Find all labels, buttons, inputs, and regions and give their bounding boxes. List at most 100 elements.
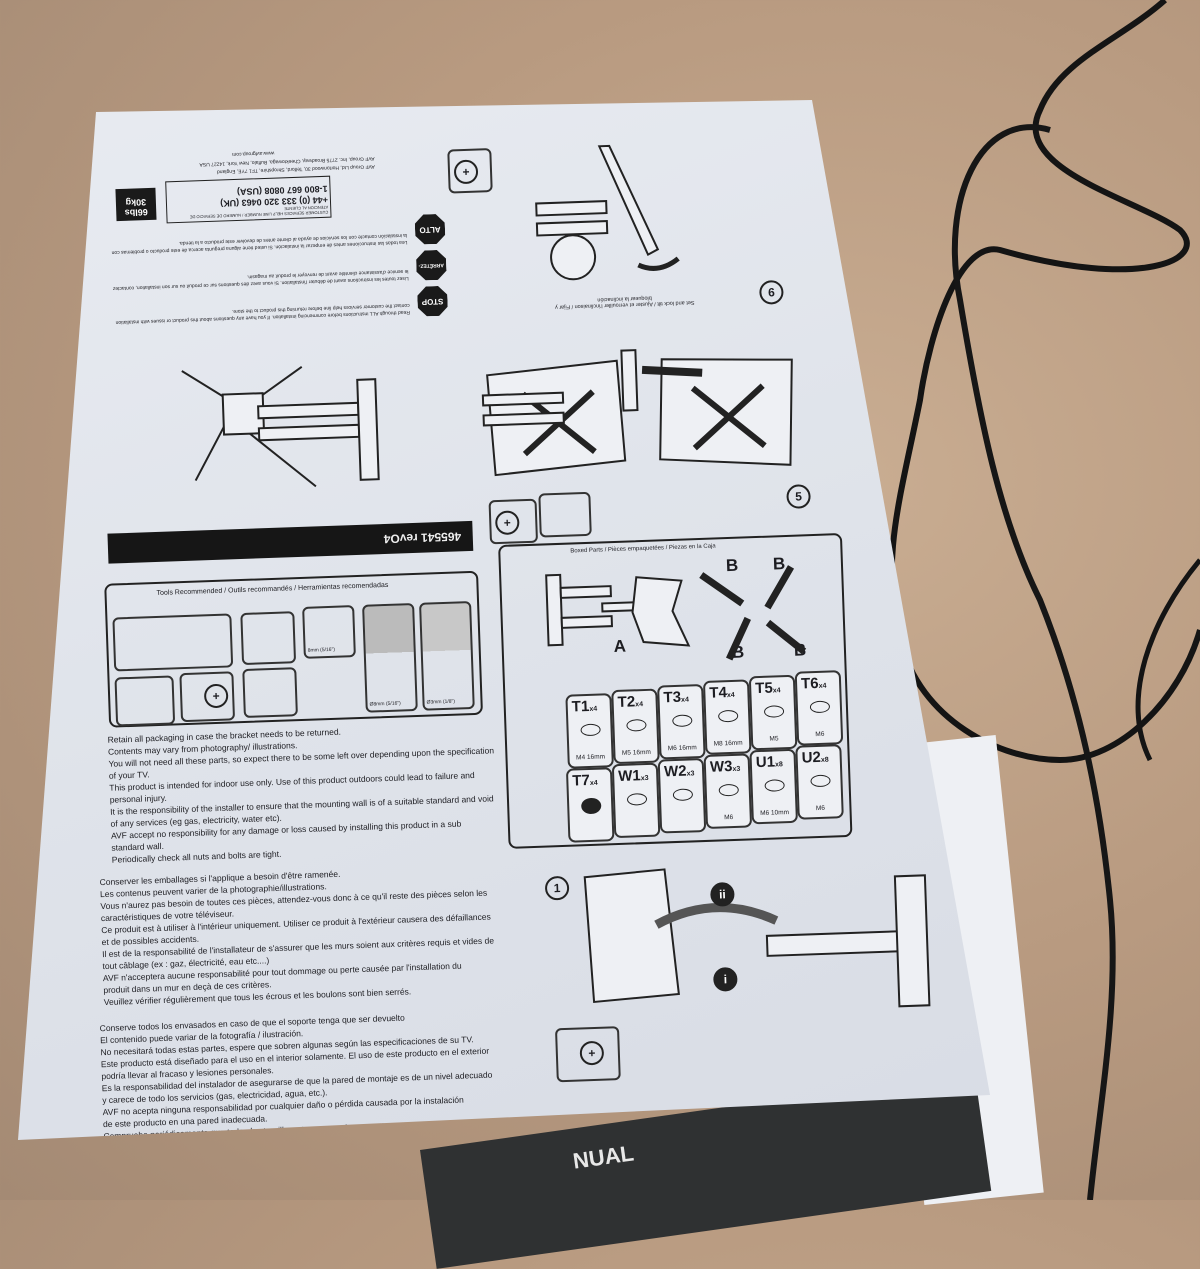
phillips-icon: + — [494, 510, 520, 536]
part-id: T2x4 — [617, 693, 643, 711]
part-shape-icon — [763, 705, 785, 718]
part-shape-icon — [809, 700, 831, 714]
screwdriver-icon: + — [179, 671, 236, 723]
part-id-text: T1 — [571, 697, 590, 716]
part-qty: x4 — [726, 691, 735, 700]
wood-drill-bit-icon: Ø3mm (1/8") — [419, 601, 475, 711]
masonry-bit-size: Ø8mm (5/16") — [369, 700, 401, 708]
part-spec — [570, 835, 612, 836]
part-id-text: T4 — [709, 684, 728, 702]
part-id: T4x4 — [709, 684, 735, 702]
wrench-size: 8mm (5/16") — [307, 646, 336, 654]
part-spec: M6 — [724, 813, 734, 822]
part-id-text: T2 — [617, 693, 636, 711]
stop-sign-icon: ALTO — [415, 214, 446, 245]
stop-sign-icon: ARRÊTEZ-VOUS — [416, 250, 447, 281]
part-id: U1x8 — [755, 753, 784, 772]
step6-caption: Set and lock tilt / Ajuster et verrouill… — [554, 294, 695, 310]
part-spec — [662, 826, 704, 827]
part-id-text: T5 — [754, 679, 774, 698]
step6-number: 6 — [759, 279, 784, 305]
part-spec: M5 — [769, 735, 779, 743]
helpline-box: CUSTOMER SERVICES HELP LINE NUMBER / NUM… — [165, 175, 332, 224]
part-id-text: W1 — [617, 767, 642, 785]
part-qty: x3 — [686, 770, 695, 778]
part-id-text: W3 — [709, 757, 733, 776]
masonry-drill-bit-icon: Ø8mm (5/16") — [362, 603, 418, 713]
screwdriver-icon-box: + — [488, 498, 539, 545]
wall-plug-icon-box — [538, 491, 592, 538]
part-qty: x4 — [635, 701, 644, 709]
notice-fr: Lisez toutes les instructions avant de d… — [112, 268, 409, 292]
part-qty: x4 — [589, 705, 598, 713]
boxed-parts-box: Boxed Parts / Pièces empaquetées / Pieza… — [498, 533, 853, 849]
part-shape-icon — [717, 709, 739, 723]
phillips-icon: + — [203, 683, 229, 709]
part-shape-icon — [580, 797, 602, 815]
part-id-text: T3 — [663, 688, 682, 707]
part-id-text: T6 — [800, 674, 819, 693]
part-id-text: U2 — [801, 748, 822, 767]
part-shape-icon — [580, 723, 601, 737]
extension-arms-b-illustration — [699, 565, 807, 661]
step6-tilt-illustration — [535, 144, 680, 281]
part-spec — [616, 831, 658, 832]
part-shape-icon — [672, 788, 694, 802]
part-id: W3x3 — [710, 758, 741, 776]
website: www.avfgroup.com — [231, 149, 275, 158]
part-spec: M4 16mm — [575, 753, 606, 762]
part-shape-icon — [672, 714, 693, 728]
bracket-part-a-illustration — [545, 573, 691, 647]
part-id: T5x4 — [754, 679, 781, 698]
phillips-icon: + — [579, 1040, 605, 1066]
part-spec: M5 16mm — [621, 748, 651, 757]
phillips-icon: + — [453, 159, 479, 185]
part-w1: W1x3 — [611, 762, 661, 839]
part-shape-icon — [626, 718, 647, 732]
screwdriver-icon-box: + — [447, 148, 493, 194]
wrench-icon: 8mm (5/16") — [302, 605, 356, 659]
step1-number: 1 — [544, 875, 570, 901]
part-id: W1x3 — [618, 767, 649, 785]
part-w2: W2x3 — [657, 757, 707, 834]
part-t2: T2x4 M5 16mm — [611, 688, 660, 765]
part-id: T6x4 — [801, 675, 827, 693]
tape-measure-icon — [240, 611, 297, 666]
part-qty: x3 — [640, 774, 649, 783]
bracket-illustration — [181, 365, 380, 488]
black-cable — [888, 0, 1200, 1200]
warnings-french: Conserver les emballages si l'applique a… — [99, 862, 495, 1008]
part-id: T1x4 — [571, 698, 597, 716]
screwdriver-icon-box: + — [554, 1026, 621, 1083]
part-qty: x8 — [820, 756, 829, 764]
part-id-text: U1 — [755, 753, 776, 772]
boxed-parts-title: Boxed Parts / Pièces empaquetées / Pieza… — [570, 543, 716, 555]
tools-recommended-box: Tools Recommended / Outils recommandés /… — [104, 570, 483, 728]
part-id-text: T7 — [572, 771, 591, 790]
part-shape-icon — [810, 774, 831, 788]
part-spec: M6 10mm — [760, 809, 790, 818]
instruction-sheet: STOP ARRÊTEZ-VOUS ALTO Read through ALL … — [18, 100, 990, 1140]
part-qty: x4 — [589, 779, 598, 787]
part-shape-icon — [626, 792, 648, 806]
part-id-text: W2 — [663, 762, 687, 781]
part-label-a: A — [613, 636, 627, 657]
part-t7: T7x4 — [565, 767, 615, 843]
step1-illustration — [583, 868, 931, 1008]
stop-sign-icon: STOP — [417, 286, 448, 317]
wood-bit-size: Ø3mm (1/8") — [426, 698, 456, 706]
weight-badge: 66lbs 30kg — [115, 187, 157, 222]
notice-es: Lea todas las instrucciones antes de emp… — [111, 232, 408, 256]
part-qty: x3 — [732, 765, 741, 773]
part-spec: M6 — [815, 804, 826, 813]
spirit-level-icon — [112, 613, 234, 672]
header-upside-down: STOP ARRÊTEZ-VOUS ALTO Read through ALL … — [104, 137, 450, 334]
drill-icon — [242, 667, 298, 719]
notice-en: Read through ALL instructions before com… — [115, 302, 410, 326]
